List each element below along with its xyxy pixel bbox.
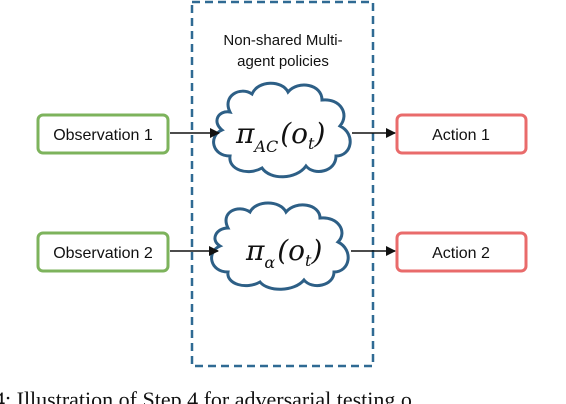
region-title-line1: Non-shared Multi- [223,32,342,49]
region-title-line2: agent policies [237,53,329,70]
action-1-node: Action 1 [395,113,528,155]
figure-caption: 4: Illustration of Step 4 for adversaria… [0,387,412,404]
observation-2-box [36,231,170,273]
observation-2-node: Observation 2 [36,231,170,273]
policy-1-cloud [212,81,352,179]
action-1-label: Action 1 [432,127,490,144]
action-1-box [395,113,528,155]
observation-2-label: Observation 2 [53,245,153,262]
policy-2-node: πα(ot) [210,201,350,291]
policy-2-cloud [210,201,350,291]
policy-1-formula: πAC(ot) [235,117,325,156]
observation-1-box [36,113,170,155]
action-2-node: Action 2 [395,231,528,273]
action-2-box [395,231,528,273]
observation-1-node: Observation 1 [36,113,170,155]
policy-2-formula: πα(ot) [245,234,322,272]
policy-1-node: πAC(ot) [212,81,352,179]
observation-1-label: Observation 1 [53,127,153,144]
action-2-label: Action 2 [432,245,490,262]
